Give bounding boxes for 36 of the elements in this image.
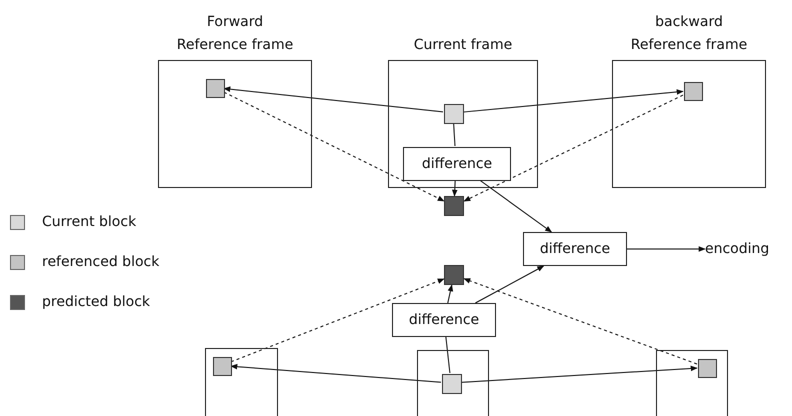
legend-label: predicted block — [42, 294, 150, 310]
referenced-block — [213, 357, 232, 376]
predicted-block — [444, 265, 464, 285]
arrow — [447, 284, 454, 304]
arrow — [479, 180, 552, 232]
legend-label: Current block — [42, 214, 136, 230]
arrow — [463, 94, 684, 202]
process-box: difference — [403, 147, 511, 181]
frame-box — [417, 350, 489, 416]
legend-label: referenced block — [42, 254, 160, 270]
process-box: difference — [523, 232, 627, 266]
arrow — [474, 266, 544, 304]
predicted-block — [444, 196, 464, 216]
connector-line — [445, 336, 450, 374]
referenced-block — [684, 82, 703, 101]
frame-box — [205, 348, 278, 416]
process-box: difference — [392, 303, 496, 337]
arrow — [460, 366, 698, 383]
arrow — [626, 246, 706, 252]
current-block — [444, 104, 464, 124]
referenced-block — [206, 79, 225, 98]
referenced-block — [698, 359, 717, 378]
arrow — [230, 278, 445, 362]
arrow — [463, 278, 698, 365]
output-label: encoding — [705, 238, 775, 260]
frame-title: Forward Reference frame — [176, 13, 294, 55]
frame-title: backward Reference frame — [630, 13, 748, 55]
connector-line — [453, 122, 456, 146]
arrow — [462, 89, 684, 113]
arrow — [452, 180, 458, 197]
arrow — [230, 364, 442, 383]
current-block — [442, 374, 462, 394]
arrow — [223, 86, 444, 112]
arrow — [224, 92, 445, 202]
frame-box — [656, 350, 728, 416]
frame-title: Current frame — [412, 36, 514, 55]
